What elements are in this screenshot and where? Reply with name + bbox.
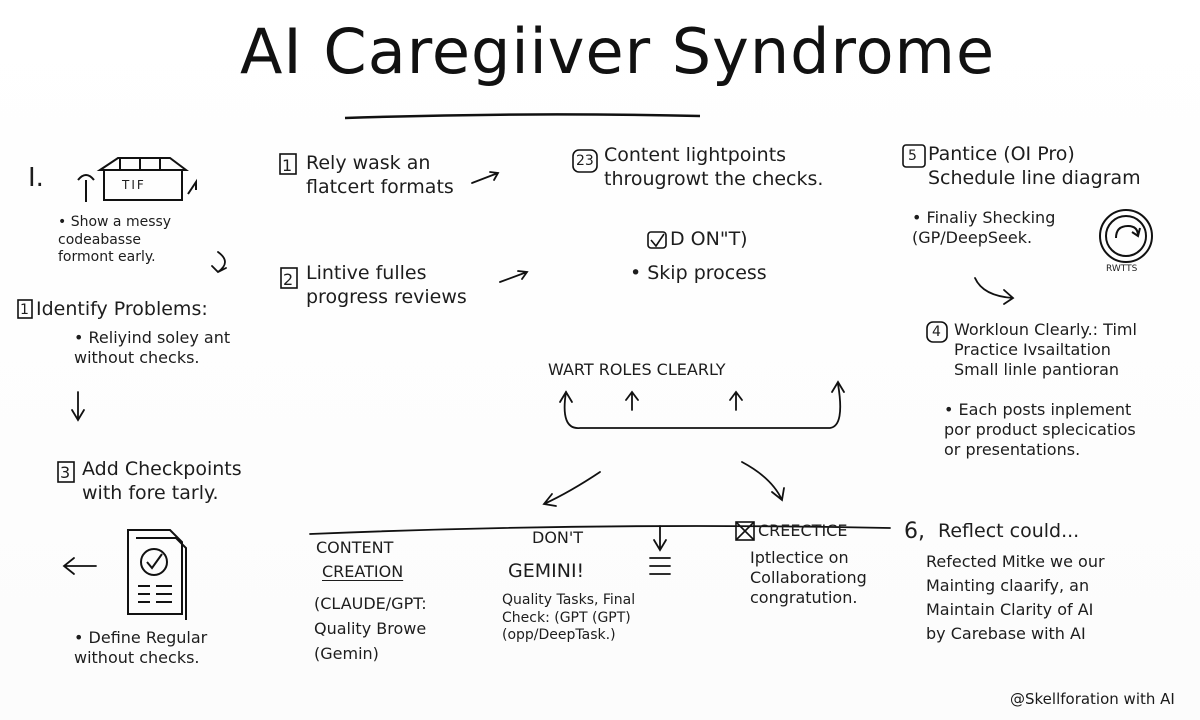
section-baseline (309, 525, 891, 535)
arrow-roles-left (542, 471, 601, 507)
storefront-sign: TIF (122, 178, 146, 192)
arrow-pantice (974, 277, 1015, 305)
pantice-number: 5 (908, 148, 917, 164)
workloun-body: • Each posts inplement por product splec… (944, 400, 1136, 459)
arrow-identify (71, 391, 85, 422)
credit-text: @Skellforation with AI (1010, 690, 1175, 708)
intro-numeral: I. (28, 163, 44, 193)
roles-label: WART ROLES CLEARLY (548, 360, 726, 379)
workloun-heading: Workloun Clearly.: Timl Practice Ivsailt… (954, 320, 1137, 379)
pantice-body: • Finaliy Shecking (GP/DeepSeek. (912, 208, 1056, 247)
content-lightpoints-text: Content lightpoints througrowt the check… (604, 144, 824, 190)
identify-number: 1 (20, 302, 29, 318)
identify-body: • Reliyind soley ant without checks. (74, 328, 231, 367)
identify-number-box (17, 299, 33, 319)
reflect-body: Refected Mitke we our Mainting claarify,… (926, 552, 1105, 643)
lintive-text: Lintive fulles progress reviews (306, 262, 467, 308)
content-creation-body: (CLAUDE/GPT: Quality Browe (Gemin) (314, 594, 427, 663)
add-number: 3 (60, 463, 71, 482)
workloun-number: 4 (932, 324, 941, 340)
creectice-heading: CREECTICE (758, 521, 848, 540)
lintive-number: 2 (283, 270, 294, 289)
arrow-rely (471, 171, 500, 184)
define-regular-body: • Define Regular without checks. (74, 628, 208, 667)
checklist-document-icon (127, 529, 187, 620)
content-number: 23 (576, 153, 594, 169)
dont-gemini-heading: DON'T (532, 528, 584, 547)
pantice-number-box (902, 144, 926, 168)
lintive-number-box (280, 267, 298, 289)
dont-body: • Skip process (630, 262, 767, 284)
workloun-number-box (926, 321, 948, 343)
reflect-number: 6, (904, 519, 925, 544)
arrow-roles-right (741, 461, 785, 502)
identify-heading: Identify Problems: (36, 298, 208, 320)
refresh-stamp-icon (1099, 209, 1153, 263)
creectice-checkbox-icon (735, 521, 755, 541)
content-creation-line1: CONTENT (316, 538, 394, 557)
stamp-caption: RWTTS (1106, 264, 1138, 274)
arrow-intro (211, 251, 227, 274)
intro-note: • Show a messy codeabasse formont early. (58, 214, 172, 265)
rely-number-box (279, 153, 297, 175)
reflect-heading: Reflect could... (938, 520, 1080, 542)
arrow-lintive (499, 270, 529, 283)
creectice-body: Iptlectice on Collaborationg congratutio… (750, 548, 867, 607)
page-title: AI Caregiiver Syndrome (240, 15, 996, 88)
arrow-define (62, 557, 97, 575)
pantice-heading: Pantice (OI Pro) Schedule line diagram (928, 143, 1141, 189)
content-creation-line2: CREATION (322, 562, 404, 581)
add-checkpoints-heading: Add Checkpoints with fore tarly. (82, 458, 242, 504)
content-number-box (572, 149, 598, 173)
roles-bracket (563, 383, 842, 429)
dont-heading: D ON"T) (670, 228, 748, 250)
storefront-icon (77, 157, 197, 202)
dont-check-icon (647, 231, 667, 249)
rely-number: 1 (282, 156, 293, 175)
dont-gemini-body: Quality Tasks, Final Check: (GPT (GPT) (… (502, 592, 636, 643)
title-underline (344, 113, 701, 120)
rely-text: Rely wask an flatcert formats (306, 152, 454, 198)
dont-gemini-subheading: GEMINI! (508, 560, 585, 582)
add-number-box (57, 461, 75, 483)
